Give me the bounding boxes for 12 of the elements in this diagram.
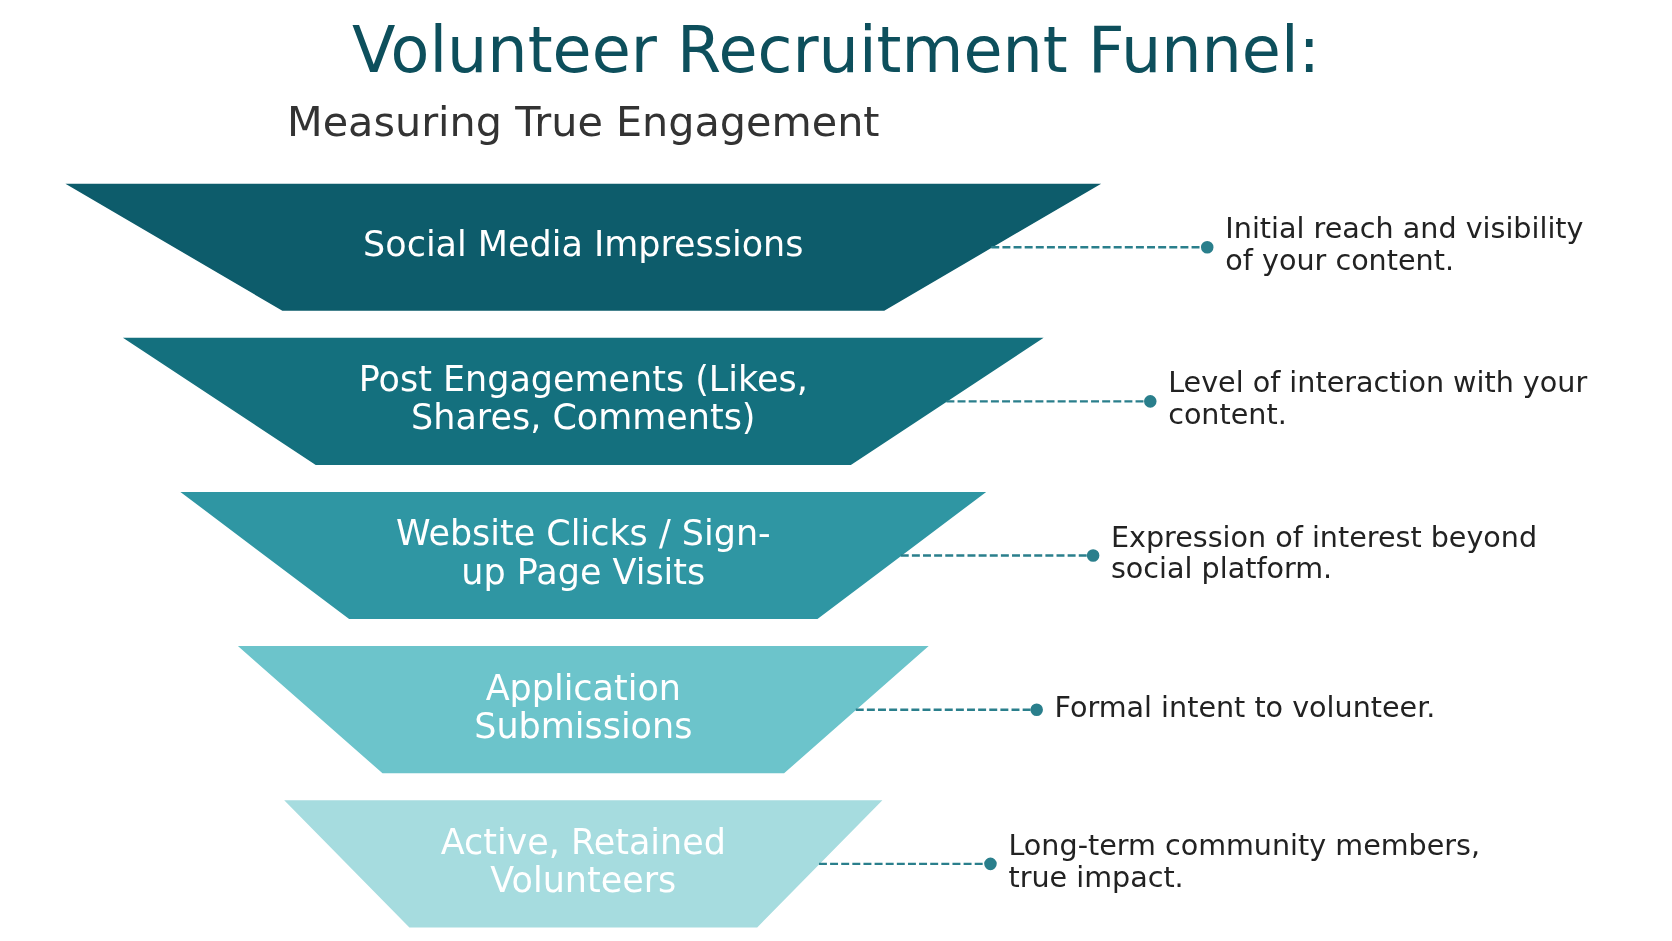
- connector: [946, 395, 1157, 408]
- connector: [818, 857, 997, 871]
- node-text: Formal intent to volunteer.: [1054, 689, 1436, 724]
- diagram-title: Volunteer Recruitment Funnel:: [351, 12, 1321, 87]
- connector: [991, 240, 1214, 254]
- node-text: Initial reach and visibility of your content.: [1225, 211, 1584, 278]
- connector: [900, 549, 1100, 562]
- node-text: Long-term community members, true impact.: [1008, 827, 1481, 894]
- connector: [855, 703, 1043, 716]
- label: Measuring True Engagement: [287, 98, 880, 147]
- node-text: Expression of interest beyond social platform.: [1110, 519, 1538, 586]
- node-text: Level of interaction with your content.: [1168, 365, 1588, 432]
